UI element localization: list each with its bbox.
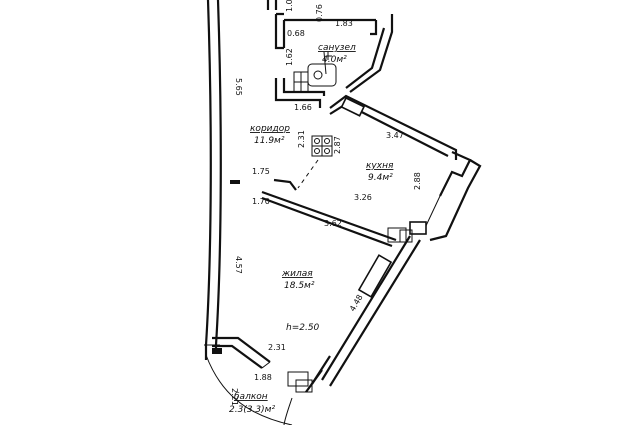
- bathroom-area: 4.0м²: [322, 55, 347, 65]
- living-room-label: жилая: [281, 269, 313, 279]
- corridor-wall-stub: [230, 180, 240, 184]
- dim-4-48: 4.48: [348, 293, 365, 313]
- dim-3-26: 3.26: [354, 193, 372, 202]
- kitchen-window-side: [409, 221, 427, 235]
- kitchen-window-top: [340, 96, 366, 117]
- dim-1-88: 1.88: [254, 373, 272, 382]
- dim-1-66: 1.66: [294, 103, 312, 112]
- dim-2-21: 2.21: [230, 388, 239, 406]
- bathroom-label: санузел: [318, 43, 356, 53]
- bathroom-walls: [266, 0, 394, 108]
- kitchen-area: 9.4м²: [368, 173, 393, 183]
- dim-1-62: 1.62: [285, 48, 294, 66]
- dim-5-65: 5.65: [234, 78, 243, 96]
- outer-left-wall: [204, 0, 222, 360]
- kitchen-label: кухня: [366, 161, 394, 171]
- dim-4-57: 4.57: [234, 256, 243, 274]
- dim-0-68: 0.68: [287, 29, 305, 38]
- dim-1-75: 1.75: [252, 167, 270, 176]
- dim-1-70: 1.70: [252, 197, 270, 206]
- dim-3-47: 3.47: [386, 131, 404, 140]
- corridor-label: коридор: [250, 124, 290, 134]
- living-room-walls: [261, 190, 421, 393]
- kitchen-walls: [311, 94, 482, 242]
- dim-3-62: 3.62: [324, 219, 342, 228]
- living-room-area: 18.5м²: [284, 281, 315, 291]
- dim-0-76: 0.76: [315, 4, 324, 22]
- dim-2-88: 2.88: [413, 172, 422, 190]
- balcony-wall: [212, 336, 271, 369]
- dim-2-31-corridor: 2.31: [297, 130, 306, 148]
- balcony-outline: [205, 354, 293, 425]
- dim-1-83: 1.83: [335, 19, 353, 28]
- balcony-area: 2.3(3.3)м²: [229, 405, 275, 415]
- dim-1-05: 1.05: [285, 0, 294, 12]
- kitchen-partition: [273, 159, 319, 191]
- balcony-label: балкон: [234, 392, 268, 402]
- ceiling-height: h=2.50: [286, 323, 320, 333]
- dim-2-87: 2.87: [333, 136, 342, 154]
- living-room-window: [357, 254, 393, 298]
- sink-icon: [313, 70, 323, 80]
- corridor-area: 11.9м²: [254, 136, 285, 146]
- dim-2-31-balcony: 2.31: [268, 343, 286, 352]
